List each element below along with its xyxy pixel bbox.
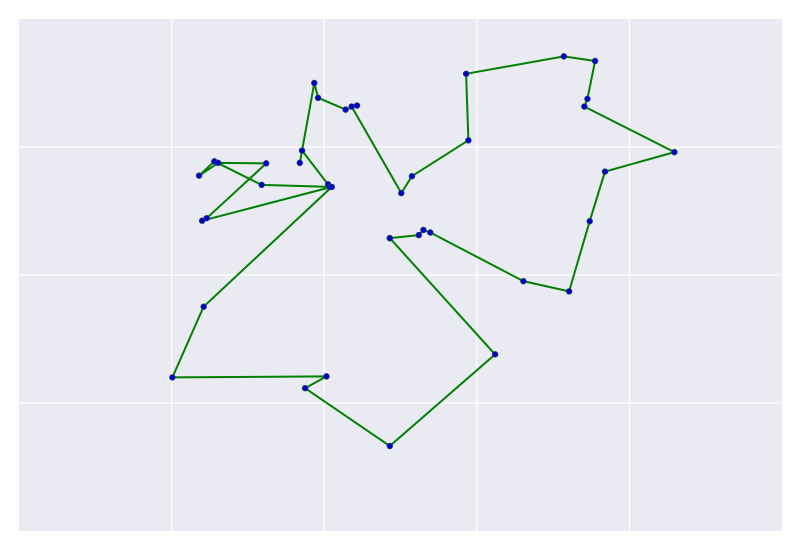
data-point: [328, 183, 336, 191]
data-point: [415, 231, 423, 239]
data-point: [520, 277, 527, 285]
data-point: [386, 234, 394, 242]
data-point: [314, 94, 322, 102]
data-point: [560, 53, 567, 60]
data-point: [263, 160, 270, 167]
data-point-markers: [169, 53, 678, 450]
data-point: [465, 137, 472, 144]
data-point: [581, 103, 588, 110]
data-point: [408, 172, 416, 180]
data-point: [420, 226, 427, 234]
data-point: [348, 103, 355, 110]
data-point: [296, 159, 303, 167]
data-point: [586, 218, 593, 225]
data-point: [386, 442, 394, 450]
data-point: [298, 147, 306, 154]
data-point: [195, 172, 203, 179]
data-point: [353, 102, 361, 109]
data-point: [342, 106, 349, 113]
data-point: [427, 229, 434, 236]
data-point: [491, 351, 499, 358]
data-point: [671, 148, 678, 156]
data-point: [591, 57, 599, 65]
gridlines: [19, 19, 782, 531]
data-point: [169, 374, 176, 381]
data-point: [198, 217, 206, 224]
data-point: [601, 168, 609, 175]
data-point: [200, 303, 207, 310]
data-point: [311, 79, 318, 87]
data-point: [323, 373, 330, 380]
data-point: [398, 189, 405, 197]
data-point: [301, 384, 309, 392]
data-point: [565, 288, 573, 295]
data-point: [214, 159, 222, 167]
data-point: [584, 95, 591, 103]
data-point: [258, 181, 265, 189]
data-point: [462, 70, 470, 77]
